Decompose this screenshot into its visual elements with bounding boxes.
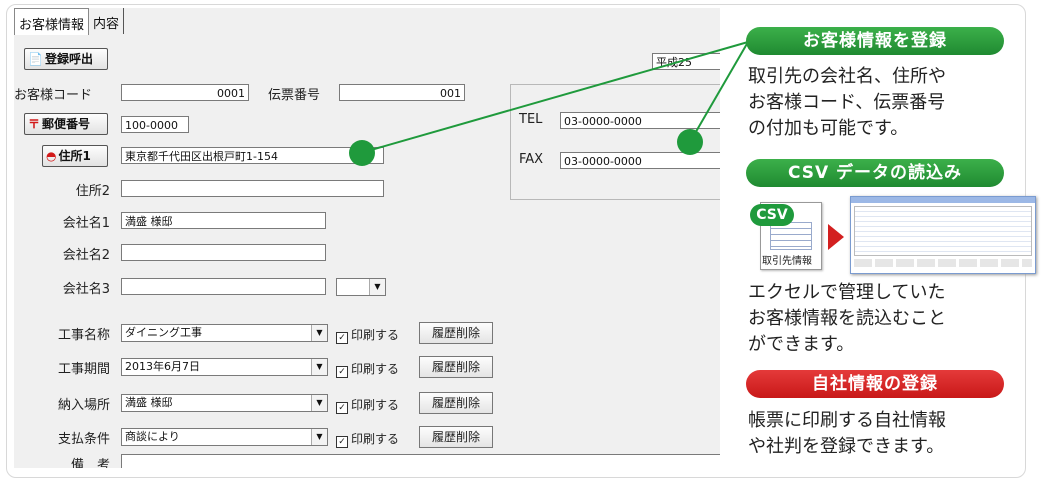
chevron-down-icon: ▼ <box>311 325 327 341</box>
section-title-customer-info: お客様情報を登録 <box>746 27 1004 55</box>
postal-mark-icon: 〒 <box>28 117 41 131</box>
history-delete-button-work-period[interactable]: 履歴削除 <box>419 356 493 378</box>
address1-button[interactable]: ◓住所1 <box>42 145 108 167</box>
checkmark-icon: ✓ <box>336 402 348 414</box>
callout-dot-address <box>349 140 375 166</box>
csv-file-illustration: CSV 取引先情報 <box>750 196 828 270</box>
csv-badge: CSV <box>750 204 794 226</box>
tab-content[interactable]: 内容 <box>89 8 125 34</box>
company3-label: 会社名3 <box>62 282 110 297</box>
work-period-select[interactable]: 2013年6月7日▼ <box>121 358 328 376</box>
remarks-label: 備 考 <box>70 458 110 468</box>
section-title-csv: CSV データの読込み <box>746 159 1004 187</box>
tab-bar: お客様情報 内容 <box>14 8 125 35</box>
map-icon: ◓ <box>46 149 57 163</box>
company1-input[interactable]: 満盛 様邸 <box>121 212 326 229</box>
print-checkbox-delivery[interactable]: ✓印刷する <box>336 396 399 414</box>
work-name-label: 工事名称 <box>57 328 110 343</box>
company3-input[interactable] <box>121 278 326 295</box>
checkmark-icon: ✓ <box>336 332 348 344</box>
spreadsheet-grid-icon <box>770 222 812 250</box>
section-title-company-info: 自社情報の登録 <box>746 370 1004 398</box>
payment-select[interactable]: 商談により▼ <box>121 428 328 446</box>
chevron-down-icon: ▼ <box>311 359 327 375</box>
print-checkbox-work-name[interactable]: ✓印刷する <box>336 326 399 344</box>
tab-customer-info[interactable]: お客様情報 <box>14 8 90 35</box>
customer-code-input[interactable]: 0001 <box>121 84 249 101</box>
delivery-label: 納入場所 <box>57 398 110 413</box>
tel-label: TEL <box>519 112 543 127</box>
payment-label: 支払条件 <box>57 432 110 447</box>
fax-input[interactable]: 03-0000-0000 <box>560 152 720 169</box>
arrow-right-icon <box>828 224 844 250</box>
csv-import-preview <box>850 196 1036 274</box>
work-period-label: 工事期間 <box>57 362 110 377</box>
callout-line-address <box>363 41 749 153</box>
tel-input[interactable]: 03-0000-0000 <box>560 112 720 129</box>
remarks-input[interactable] <box>121 454 720 468</box>
checkmark-icon: ✓ <box>336 366 348 378</box>
company3-suffix-select[interactable]: ▼ <box>336 278 386 296</box>
history-delete-button-delivery[interactable]: 履歴削除 <box>419 392 493 414</box>
address2-input[interactable] <box>121 180 384 197</box>
chevron-down-icon: ▼ <box>369 279 385 295</box>
address2-label: 住所2 <box>75 184 110 199</box>
print-checkbox-work-period[interactable]: ✓印刷する <box>336 360 399 378</box>
fax-label: FAX <box>519 152 544 167</box>
delivery-select[interactable]: 満盛 様邸▼ <box>121 394 328 412</box>
section-desc-company-info: 帳票に印刷する自社情報 や社判を登録できます。 <box>748 410 946 457</box>
call-registration-button[interactable]: 📄登録呼出 <box>24 48 108 70</box>
slip-number-label: 伝票番号 <box>268 88 321 103</box>
chevron-down-icon: ▼ <box>311 395 327 411</box>
company1-label: 会社名1 <box>62 216 110 231</box>
callout-dot-tel <box>677 129 703 155</box>
section-desc-customer-info: 取引先の会社名、住所や お客様コード、伝票番号 の付加も可能です。 <box>748 66 946 139</box>
document-icon: 📄 <box>28 52 43 66</box>
checkmark-icon: ✓ <box>336 436 348 448</box>
callout-line-tel <box>689 41 749 143</box>
history-delete-button-payment[interactable]: 履歴削除 <box>419 426 493 448</box>
section-desc-csv: エクセルで管理していた お客様情報を読込むこと ができます。 <box>748 282 946 355</box>
customer-code-label: お客様コード <box>14 88 93 103</box>
history-delete-button-work-name[interactable]: 履歴削除 <box>419 322 493 344</box>
work-name-select[interactable]: ダイニング工事▼ <box>121 324 328 342</box>
address1-input[interactable]: 東京都千代田区出根戸町1-154 <box>121 147 384 164</box>
postal-code-input[interactable]: 100-0000 <box>121 116 189 133</box>
postal-code-button[interactable]: 〒郵便番号 <box>24 113 108 135</box>
company2-label: 会社名2 <box>62 248 110 263</box>
chevron-down-icon: ▼ <box>311 429 327 445</box>
print-checkbox-payment[interactable]: ✓印刷する <box>336 430 399 448</box>
slip-number-input[interactable]: 001 <box>339 84 465 101</box>
company2-input[interactable] <box>121 244 326 261</box>
csv-file-caption: 取引先情報 <box>762 256 812 267</box>
